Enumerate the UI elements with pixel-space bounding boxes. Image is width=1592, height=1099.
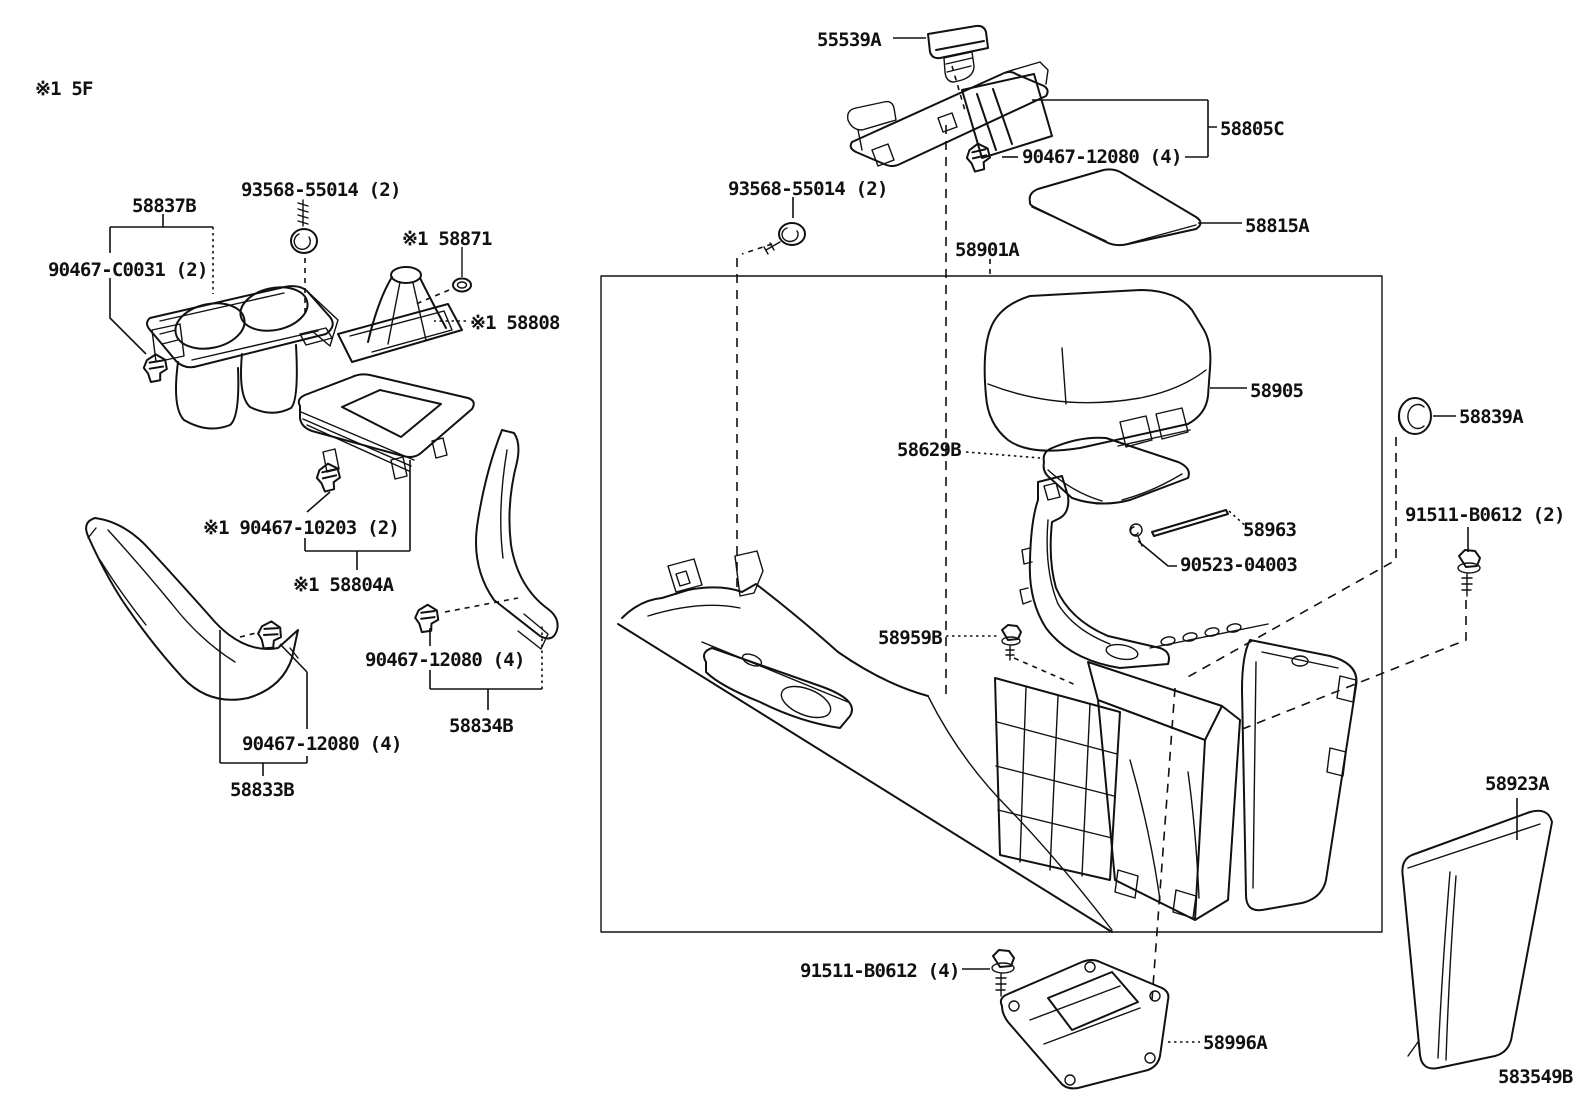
label-58901a: 58901A: [955, 239, 1020, 261]
label-58629b: 58629B: [897, 439, 961, 461]
label-backing: [362, 649, 528, 670]
label-55539a: 55539A: [817, 29, 882, 51]
side-trim-left-art: [85, 517, 299, 701]
label-58923a: 58923A: [1485, 773, 1550, 795]
label-58808: ※1 58808: [470, 312, 560, 334]
cup-holder-art: [146, 285, 339, 430]
side-trim-right-art: [475, 429, 559, 650]
label-58804a: ※1 58804A: [293, 574, 395, 596]
bolt-58959b: [1001, 624, 1022, 661]
clip-90467-c0031: [142, 353, 168, 383]
main-detail-box: [600, 275, 1383, 933]
rod-art: [1129, 509, 1229, 547]
bolt-93568-left: [290, 199, 318, 254]
hinge-bracket-art: [1019, 475, 1170, 669]
figure-code-label: 583549B: [1498, 1066, 1573, 1088]
label-58996a: 58996A: [1203, 1032, 1268, 1054]
label-58837b: 58837B: [132, 195, 196, 217]
bolt-91511-bottom: [991, 949, 1015, 997]
clip-90467-10203: [315, 462, 341, 493]
center-panel-art: [297, 373, 475, 480]
label-90467-12080-top: 90467-12080 (4): [1022, 146, 1182, 168]
clip-90467-12080-left: [257, 620, 282, 650]
leader-lines: [109, 37, 1518, 1043]
label-90467-12080-bl: 90467-12080 (4): [242, 733, 402, 755]
hole-cover-art: [927, 24, 989, 83]
rear-panel-art: [1241, 639, 1358, 912]
grommet-58871: [452, 277, 472, 293]
label-58834b: 58834B: [449, 715, 513, 737]
armrest-mat-art: [1042, 436, 1190, 505]
rear-cover-art: [1401, 809, 1553, 1070]
label-90467-10203: ※1 90467-10203 (2): [203, 517, 399, 539]
console-mat-art: [1028, 168, 1202, 247]
note-label: ※1 5F: [35, 78, 93, 100]
label-90467-12080-mid: 90467-12080 (4): [365, 649, 525, 671]
label-93568-left: 93568-55014 (2): [241, 179, 401, 201]
clip-90467-12080-top: [965, 142, 991, 173]
label-93568-right: 93568-55014 (2): [728, 178, 888, 200]
label-58839a: 58839A: [1459, 406, 1524, 428]
bottom-bracket-art: [999, 959, 1170, 1090]
bolt-93568-right: [763, 222, 806, 255]
label-58815a: 58815A: [1245, 215, 1310, 237]
label-90523-04003: 90523-04003: [1180, 554, 1297, 576]
clip-90467-12080-mid: [414, 603, 440, 634]
label-backing: [238, 732, 406, 754]
label-58871: ※1 58871: [402, 228, 492, 250]
label-58805c: 58805C: [1220, 118, 1284, 140]
shift-boot-art: [337, 266, 463, 363]
label-58833b: 58833B: [230, 779, 294, 801]
console-front-art: [617, 550, 1113, 933]
shifter-trim-art: [846, 61, 1053, 167]
label-90467-c0031: 90467-C0031 (2): [48, 259, 208, 281]
label-91511-b0612-2: 91511-B0612 (2): [1405, 504, 1565, 526]
armrest-art: [983, 289, 1212, 452]
bolt-91511-right: [1457, 549, 1481, 597]
label-58905: 58905: [1250, 380, 1304, 402]
label-91511-b0612-4: 91511-B0612 (4): [800, 960, 960, 982]
grommet-58839a: [1397, 397, 1432, 435]
part-labels: ※1 5F 58837B 93568-55014 (2) 90467-C0031…: [35, 29, 1574, 1088]
label-58963: 58963: [1243, 519, 1297, 541]
storage-bin-art: [994, 623, 1269, 921]
label-58959b: 58959B: [878, 627, 942, 649]
